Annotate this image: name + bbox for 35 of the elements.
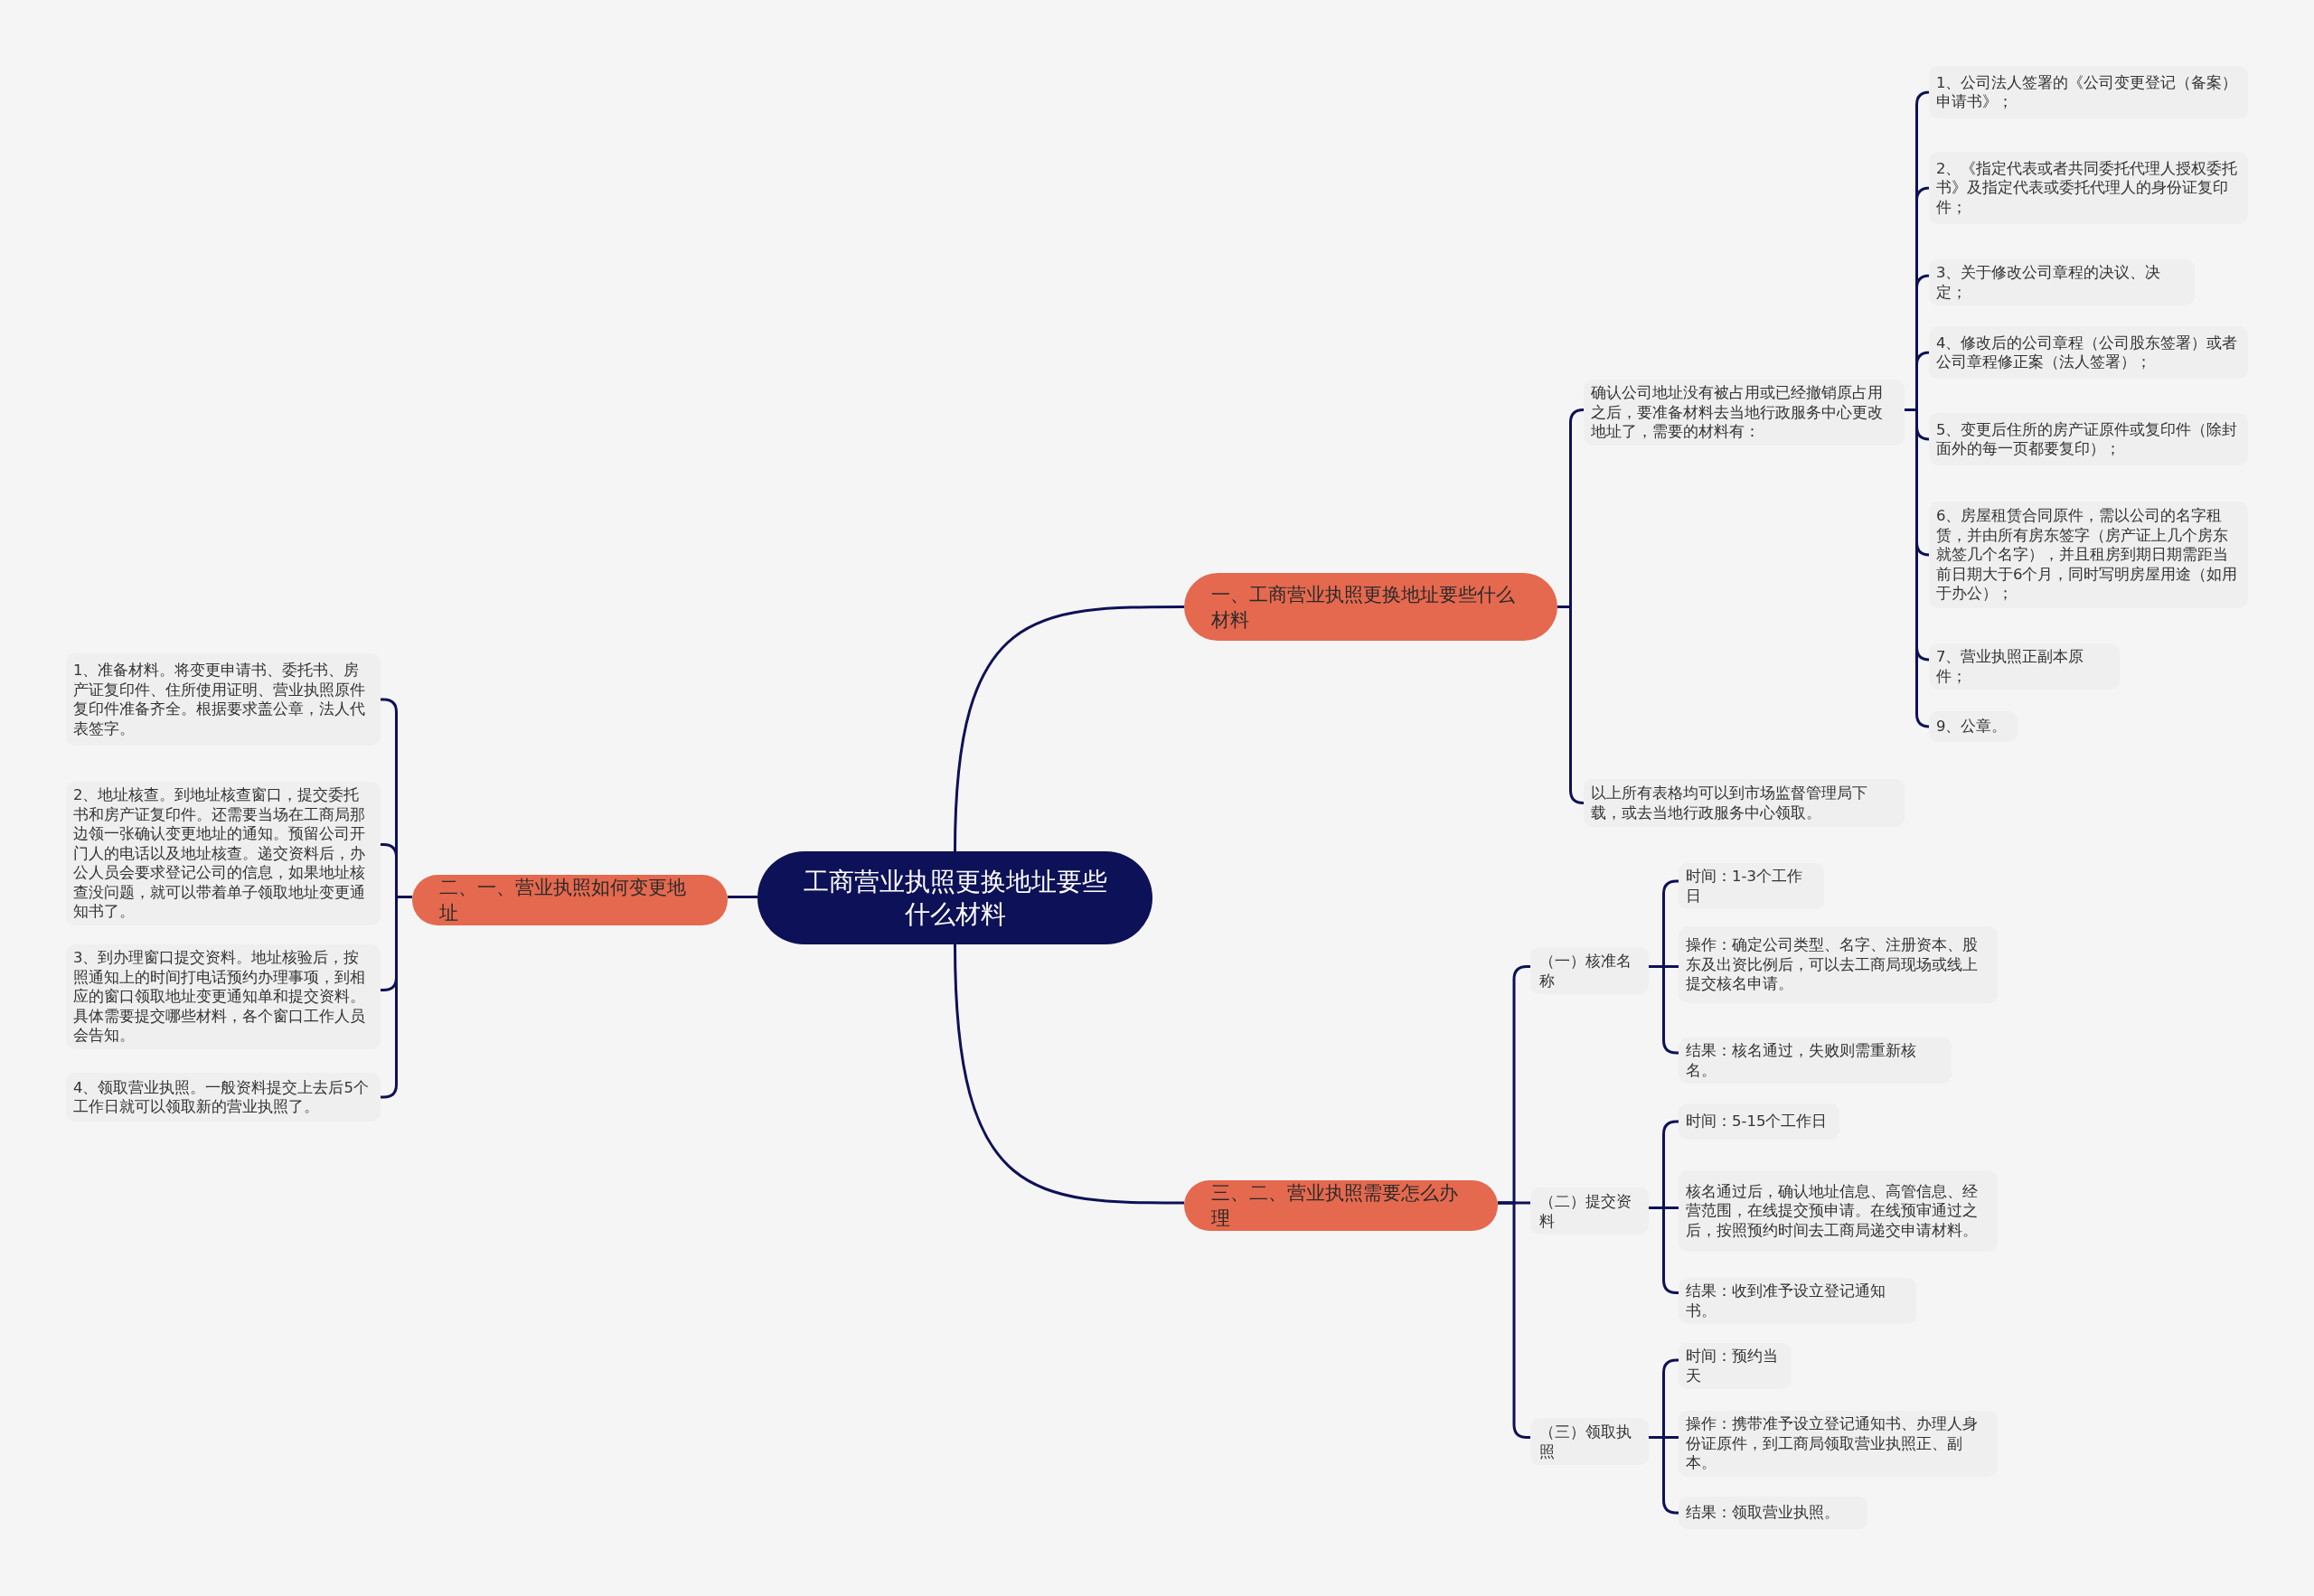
topic-box: 确认公司地址没有被占用或已经撤销原占用之后，要准备材料去当地行政服务中心更改地址了，需要的材料有： (1584, 380, 1905, 446)
connector-line (954, 606, 1184, 852)
topic-box: （一）核准名称 (1530, 947, 1649, 994)
branch-topic: 一、工商营业执照更换地址要些什么材料 (1184, 573, 1557, 641)
topic-box: 结果：领取营业执照。 (1679, 1497, 1867, 1529)
topic-box: 9、公章。 (1929, 711, 2018, 742)
topic-box: 4、领取营业执照。一般资料提交上去后5个工作日就可以领取新的营业执照了。 (66, 1073, 381, 1122)
topic-box: 1、公司法人签署的《公司变更登记（备案）申请书》； (1929, 66, 2248, 118)
branch-topic: 三、二、营业执照需要怎么办理 (1184, 1180, 1498, 1231)
connector-line (1905, 408, 1931, 728)
connector-line (1557, 606, 1585, 804)
topic-box: 5、变更后住所的房产证原件或复印件（除封面外的每一页都要复印）； (1929, 413, 2248, 465)
topic-box: 操作：携带准予设立登记通知书、办理人身份证原件，到工商局领取营业执照正、副本。 (1679, 1411, 1998, 1477)
branch-topic: 二、一、营业执照如何变更地址 (412, 875, 728, 925)
topic-box: 操作：确定公司类型、名字、注册资本、股东及出资比例后，可以去工商局现场或线上提交核名申请。 (1679, 926, 1998, 1003)
topic-box: 时间：预约当天 (1679, 1343, 1792, 1389)
topic-box: 以上所有表格均可以到市场监督管理局下载，或去当地行政服务中心领取。 (1584, 779, 1905, 827)
topic-box: 3、到办理窗口提交资料。地址核验后，按照通知上的时间打电话预约办理事项，到相应的窗口领取地址变更通知单和提交资料。具体需要提交哪些材料，各个窗口工作人员会告知。 (66, 944, 381, 1049)
topic-box: 结果：收到准予设立登记通知书。 (1679, 1278, 1916, 1324)
topic-box: 结果：核名通过，失败则需重新核名。 (1679, 1037, 1952, 1084)
topic-box: （三）领取执照 (1530, 1418, 1649, 1465)
topic-box: 6、房屋租赁合同原件，需以公司的名字租赁，并由所有房东签字（房产证上几个房东就签几个名字），并且租房到期日期需距当前日期大于6个月，同时写明房屋用途（如用于办公）； (1929, 502, 2248, 608)
central-topic: 工商营业执照更换地址要些什么材料 (757, 851, 1152, 944)
connector-line (728, 896, 757, 898)
connector-line (954, 944, 1184, 1205)
topic-box: 4、修改后的公司章程（公司股东签署）或者公司章程修正案（法人签署）； (1929, 326, 2248, 379)
topic-box: 3、关于修改公司章程的决议、决定； (1929, 259, 2195, 305)
topic-box: 时间：1-3个工作日 (1679, 863, 1824, 909)
topic-box: 1、准备材料。将变更申请书、委托书、房产证复印件、住所使用证明、营业执照原件复印件准备齐全。根据要求盖公章，法人代表签字。 (66, 653, 381, 746)
topic-box: 时间：5-15个工作日 (1679, 1103, 1839, 1140)
topic-box: 7、营业执照正副本原件； (1929, 643, 2120, 690)
topic-box: 2、《指定代表或者共同委托代理人授权委托书》及指定代表或委托代理人的身份证复印件； (1929, 152, 2248, 224)
topic-box: 核名通过后，确认地址信息、高管信息、经营范围，在线提交预申请。在线预审通过之后，按照预约时间去工商局递交申请材料。 (1679, 1170, 1998, 1252)
topic-box: 2、地址核查。到地址核查窗口，提交委托书和房产证复印件。还需要当场在工商局那边领一张确认变更地址的通知。预留公司开门人的电话以及地址核查。递交资料后，办公人员会要求登记公司的信息，如果地址核查没问题，就可以带着单子领取地址变更通知书了。 (66, 782, 381, 925)
topic-box: （二）提交资料 (1530, 1188, 1649, 1235)
